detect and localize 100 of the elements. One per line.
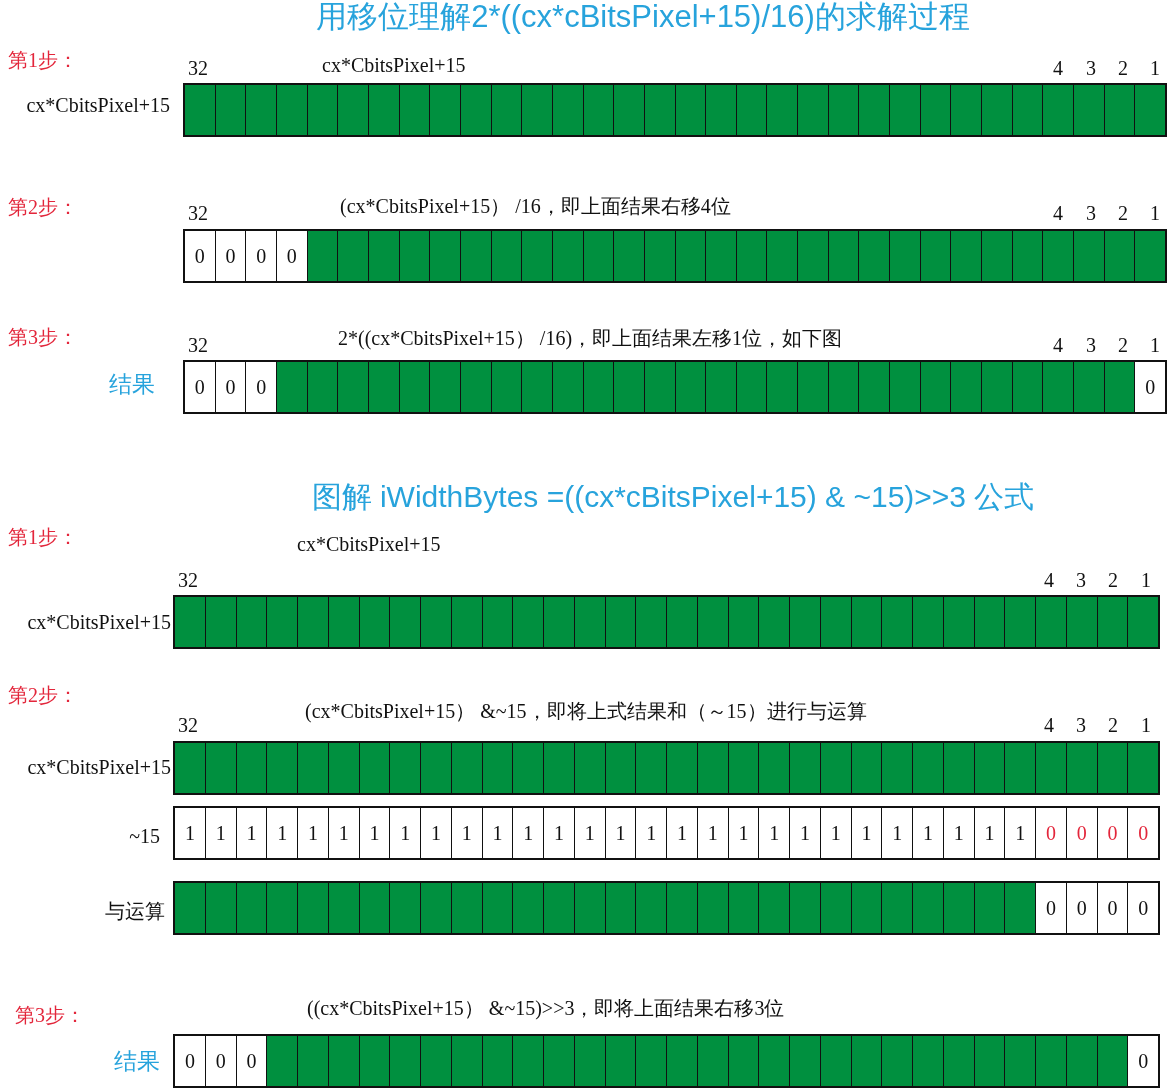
bit-cell xyxy=(1043,85,1075,135)
bit-cell xyxy=(451,597,483,647)
bit-cell xyxy=(328,883,360,933)
step-label: 第3步： xyxy=(8,325,78,349)
bit-cell xyxy=(583,85,615,135)
bit-cell xyxy=(636,597,667,647)
bit-cell xyxy=(974,597,1006,647)
bit-cell xyxy=(399,85,431,135)
bit-cell xyxy=(828,362,860,412)
bit-cell xyxy=(636,883,667,933)
bit-cell xyxy=(574,597,606,647)
row-label: cx*CbitsPixel+15 xyxy=(26,93,170,117)
bit-cell xyxy=(790,743,821,793)
bit-register xyxy=(183,360,1167,414)
bit-index: 2 xyxy=(1118,201,1128,225)
bit-register xyxy=(173,881,1160,935)
bit-cell xyxy=(644,362,676,412)
bit-cell xyxy=(1074,362,1105,412)
bit-cell xyxy=(890,85,921,135)
bit-cell xyxy=(882,883,913,933)
bit-register xyxy=(173,595,1160,649)
bit-cell xyxy=(974,883,1006,933)
bit-cell xyxy=(675,85,707,135)
step-label: 第1步： xyxy=(8,48,78,72)
bit-cell xyxy=(1005,1036,1036,1086)
bit-index: 2 xyxy=(1118,333,1128,357)
bit-cell xyxy=(605,883,637,933)
step-description: (cx*CbitsPixel+15） &~15，即将上式结果和（～15）进行与运算 xyxy=(305,699,867,723)
bit-cell xyxy=(1012,231,1044,281)
bit-cell xyxy=(482,743,514,793)
bit-cell xyxy=(522,231,553,281)
bit-cell xyxy=(1074,231,1105,281)
bit-cell xyxy=(583,231,615,281)
bit-cell xyxy=(185,85,216,135)
bit-cell xyxy=(491,85,523,135)
bit-cell xyxy=(359,597,391,647)
bit-cell xyxy=(267,1036,298,1086)
bit-cell xyxy=(175,883,206,933)
bit-cell xyxy=(851,883,883,933)
bit-cell xyxy=(859,231,891,281)
bit-cell xyxy=(974,1036,1006,1086)
bit-cell xyxy=(882,1036,913,1086)
bit-index: 4 xyxy=(1053,333,1063,357)
bit-cell xyxy=(1043,362,1075,412)
bit-cell xyxy=(205,743,237,793)
bit-cell xyxy=(307,231,339,281)
bit-cell xyxy=(697,743,729,793)
bit-cell xyxy=(267,883,298,933)
step-description: cx*CbitsPixel+15 xyxy=(297,532,441,556)
bit-cell xyxy=(338,231,369,281)
bit-cell xyxy=(859,85,891,135)
bit-cell xyxy=(920,85,952,135)
bit-cell xyxy=(728,883,760,933)
bit-cell xyxy=(1036,1036,1067,1086)
bit-cell xyxy=(790,883,821,933)
bit-index: 1 xyxy=(1150,56,1160,80)
bit-cell xyxy=(636,743,667,793)
bit-cell xyxy=(767,85,799,135)
bit-cell xyxy=(1036,597,1067,647)
bit-cell xyxy=(798,85,829,135)
bit-cell xyxy=(759,743,790,793)
bit-cell xyxy=(982,231,1013,281)
step-description: 2*((cx*CbitsPixel+15） /16)，即上面结果左移1位，如下图 xyxy=(338,326,843,350)
bit-cell xyxy=(328,743,360,793)
bit-cell xyxy=(697,597,729,647)
bit-cell xyxy=(328,1036,360,1086)
bit-cell xyxy=(943,883,975,933)
bit-cell xyxy=(298,1036,329,1086)
bit-index: 32 xyxy=(188,333,208,357)
bit-index: 32 xyxy=(188,201,208,225)
bit-cell xyxy=(390,597,421,647)
bit-cell xyxy=(298,597,329,647)
row-label: 结果 xyxy=(114,1048,160,1076)
bit-cell xyxy=(882,597,913,647)
bit-index: 1 xyxy=(1141,568,1151,592)
bit-cell xyxy=(767,362,799,412)
bit-cell xyxy=(267,743,298,793)
bit-cell xyxy=(328,597,360,647)
bit-cell xyxy=(798,362,829,412)
bit-cell xyxy=(522,85,553,135)
bit-cell xyxy=(544,883,575,933)
bit-index: 32 xyxy=(178,713,198,737)
bit-cell xyxy=(215,85,247,135)
bit-cell xyxy=(1005,597,1036,647)
bit-cell xyxy=(368,85,400,135)
bit-cell xyxy=(513,597,544,647)
bit-register xyxy=(173,806,1160,860)
bit-cell xyxy=(851,743,883,793)
bit-cell xyxy=(298,883,329,933)
bit-cell xyxy=(1005,743,1036,793)
bit-cell xyxy=(298,743,329,793)
bit-cell xyxy=(205,597,237,647)
step-label: 第1步： xyxy=(8,525,78,549)
bit-cell xyxy=(820,743,852,793)
bit-cell xyxy=(1005,883,1036,933)
step-label: 第2步： xyxy=(8,195,78,219)
bit-cell xyxy=(798,231,829,281)
bit-cell xyxy=(1135,85,1165,135)
bit-cell xyxy=(307,85,339,135)
bit-index: 3 xyxy=(1076,568,1086,592)
